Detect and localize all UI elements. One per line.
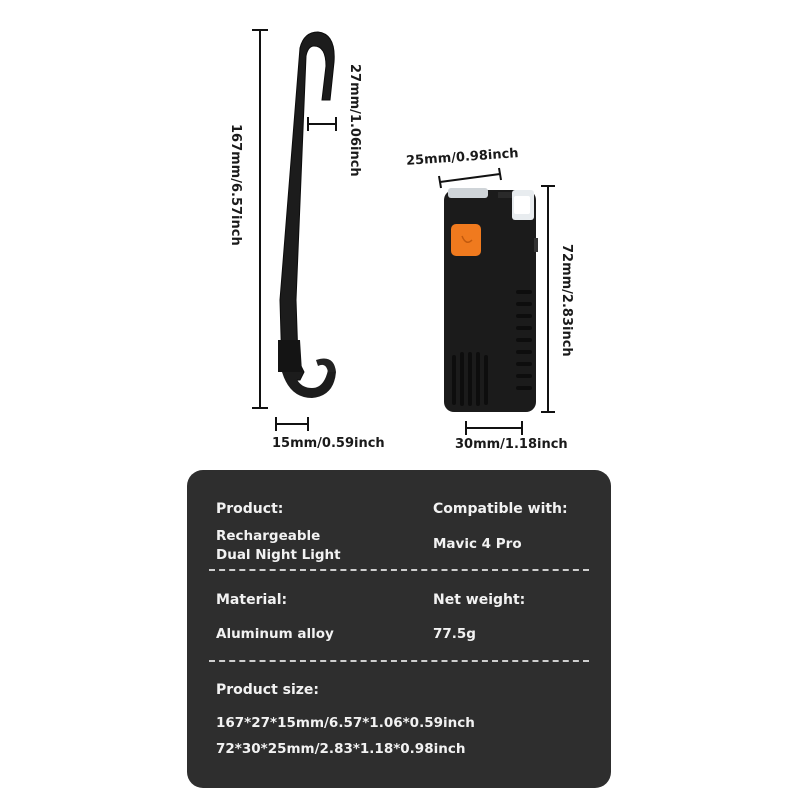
product-value-line1: Rechargeable: [216, 528, 321, 544]
light-height-label: 72mm/2.83inch: [559, 244, 574, 357]
light-depth-dimension-line: [438, 167, 502, 189]
size-label: Product size:: [216, 682, 320, 698]
mount-width-dimension-line: [275, 417, 309, 431]
compatible-label: Compatible with:: [433, 501, 568, 517]
material-label: Material:: [216, 592, 288, 608]
mount-hook-depth-label: 27mm/1.06inch: [347, 64, 362, 177]
size-value-1: 167*27*15mm/6.57*1.06*0.59inch: [216, 715, 475, 731]
mount-width-label: 15mm/0.59inch: [272, 436, 385, 451]
divider-2: [209, 660, 589, 662]
product-label: Product:: [216, 501, 284, 517]
light-height-dimension-line: [541, 185, 555, 413]
material-value: Aluminum alloy: [216, 626, 334, 642]
light-width-dimension-line: [465, 421, 523, 435]
night-light-unit-image: [444, 188, 538, 412]
mount-bracket-image: [252, 29, 555, 435]
mount-height-dimension-line: [252, 29, 268, 409]
product-value-line2: Dual Night Light: [216, 547, 341, 563]
mount-hook-dimension-line: [307, 117, 337, 131]
mount-height-label: 167mm/6.57inch: [228, 124, 243, 246]
specification-card: Product: Rechargeable Dual Night Light C…: [187, 470, 611, 788]
power-button-icon: [451, 224, 481, 256]
weight-label: Net weight:: [433, 592, 526, 608]
divider-1: [209, 569, 589, 571]
mount-bracket-body: [279, 31, 335, 381]
size-value-2: 72*30*25mm/2.83*1.18*0.98inch: [216, 741, 466, 757]
light-width-label: 30mm/1.18inch: [455, 437, 568, 452]
product-illustration: 167mm/6.57inch 27mm/1.06inch 15mm/0.59in…: [228, 29, 574, 452]
compatible-value: Mavic 4 Pro: [433, 536, 522, 552]
weight-value: 77.5g: [433, 626, 476, 642]
